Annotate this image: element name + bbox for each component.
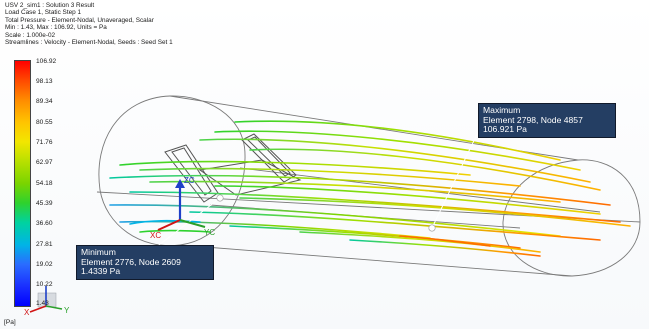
streamline <box>249 148 601 191</box>
minimum-callout[interactable]: Minimum Element 2776, Node 2609 1.4339 P… <box>76 245 214 280</box>
streamline <box>139 229 211 233</box>
streamline <box>234 120 561 161</box>
legend-tick: 45.39 <box>36 200 53 207</box>
color-legend: 106.92 98.13 89.34 80.55 71.76 62.97 54.… <box>14 58 74 312</box>
streamline <box>299 231 541 253</box>
hull-bottom-line <box>179 244 573 277</box>
min-marker <box>216 194 224 202</box>
maximum-element: Element 2798, Node 4857 <box>483 114 583 125</box>
view-triad-x <box>29 305 47 313</box>
result-header: USV 2_sim1 : Solution 3 Result Load Case… <box>5 2 173 46</box>
triad-z-arrow <box>175 179 185 188</box>
view-triad-x-label: X <box>24 308 30 317</box>
streamline <box>129 191 621 223</box>
maximum-callout[interactable]: Maximum Element 2798, Node 4857 106.921 … <box>478 103 616 138</box>
hull-rear-ellipse <box>502 159 641 277</box>
streamline <box>214 185 601 215</box>
legend-tick: 80.55 <box>36 119 53 126</box>
wcs-triad: ZC XC YC <box>150 176 215 240</box>
header-line-streamlines: Streamlines : Velocity - Element-Nodal, … <box>5 39 173 47</box>
header-line-loadcase: Load Case 1, Static Step 1 <box>5 9 82 17</box>
legend-tick: 10.22 <box>36 281 53 288</box>
mast-right-inner <box>247 136 291 177</box>
mast-left-inner <box>171 147 212 196</box>
view-triad-y-label: Y <box>64 306 70 315</box>
legend-tick: 19.02 <box>36 261 53 268</box>
legend-tick: 106.92 <box>36 58 57 65</box>
streamline <box>129 219 201 225</box>
legend-tick: 71.76 <box>36 139 53 146</box>
minimum-value: 1.4339 Pa <box>81 266 121 277</box>
legend-tick: 36.60 <box>36 220 53 227</box>
legend-tick: 89.34 <box>36 98 53 105</box>
legend-color-bar <box>14 60 31 307</box>
view-triad: X Y <box>24 286 70 317</box>
triad-x-label: XC <box>150 231 161 240</box>
min-leader-line <box>149 197 221 253</box>
header-line-scale: Scale : 1.000e-02 <box>5 31 56 39</box>
streamline <box>214 130 581 171</box>
mast-right <box>241 133 297 183</box>
legend-tick: 62.97 <box>36 159 53 166</box>
streamline <box>349 239 541 257</box>
streamline <box>229 225 521 249</box>
legend-unit: [Pa] <box>4 319 16 326</box>
legend-tick: 98.13 <box>36 78 53 85</box>
legend-tick: 27.81 <box>36 241 53 248</box>
maximum-value: 106.921 Pa <box>483 124 527 135</box>
streamline <box>119 160 471 176</box>
streamline <box>149 180 561 203</box>
maximum-title: Maximum <box>483 105 521 115</box>
max-marker <box>428 224 436 232</box>
minimum-title: Minimum <box>81 247 116 257</box>
hull-front-ellipse <box>98 95 246 247</box>
streamline <box>199 138 591 183</box>
legend-tick: 1.43 <box>36 300 49 307</box>
streamline <box>109 174 611 206</box>
max-leader-line <box>431 127 481 229</box>
triad-y-label: YC <box>204 228 215 237</box>
streamline <box>109 204 561 237</box>
streamline <box>239 197 631 227</box>
streamline <box>189 211 601 241</box>
view-triad-y <box>45 305 63 310</box>
legend-tick: 54.18 <box>36 180 53 187</box>
header-line-quantity: Total Pressure - Element-Nodal, Unaverag… <box>5 16 154 24</box>
streamlines <box>109 120 631 257</box>
triad-x-axis <box>157 219 181 231</box>
header-line-solution: USV 2_sim1 : Solution 3 Result <box>5 2 95 9</box>
triad-y-axis <box>179 219 206 228</box>
streamline <box>399 235 491 247</box>
streamline <box>139 167 521 187</box>
header-line-range: Min : 1.43, Max : 106.92, Units = Pa <box>5 24 107 32</box>
triad-z-label: ZC <box>184 176 195 185</box>
minimum-element: Element 2776, Node 2609 <box>81 256 181 267</box>
